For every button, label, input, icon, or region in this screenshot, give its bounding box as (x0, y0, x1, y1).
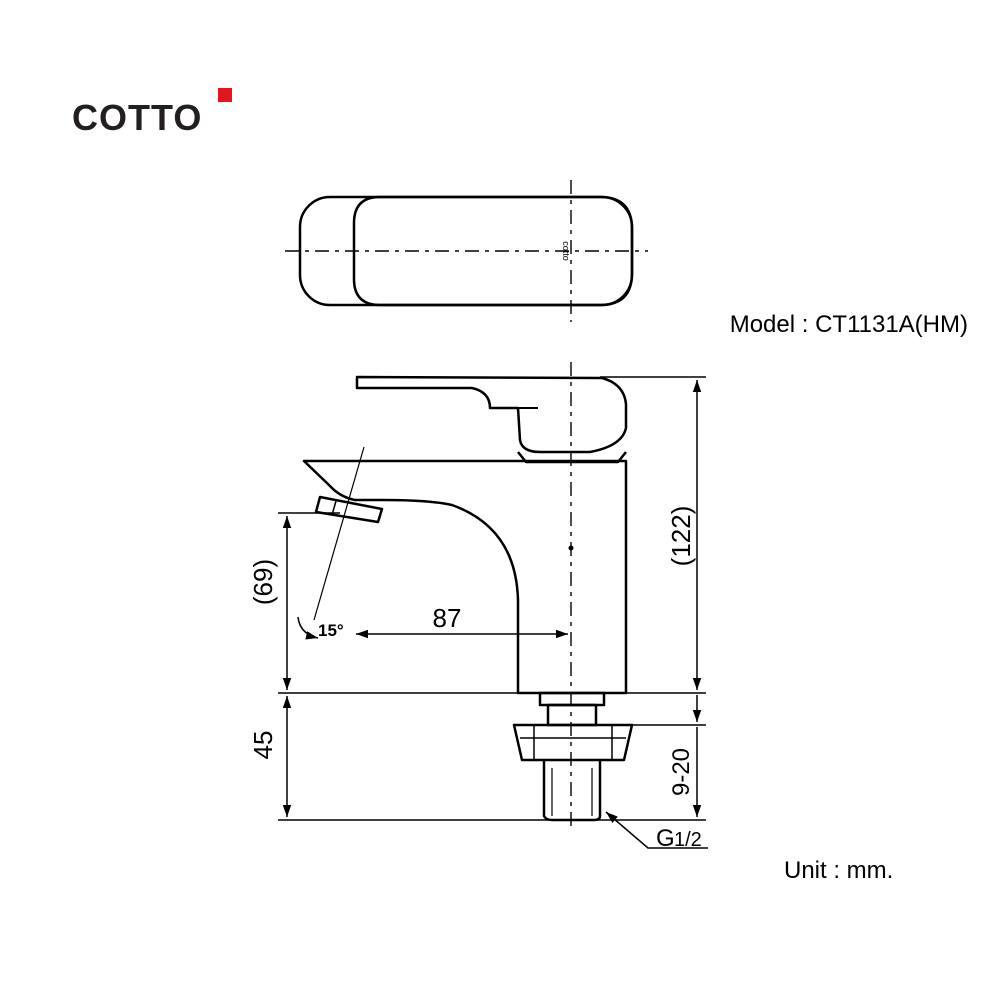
thread-leader-line (605, 811, 708, 849)
cotto-logo: COTTO (72, 97, 203, 138)
base-height-dimension-text: 45 (248, 731, 278, 760)
top-view-engraving: cotto (561, 241, 571, 261)
top-view-handle-outline (352, 195, 634, 307)
extension-lines (278, 376, 706, 821)
body-connector (538, 691, 606, 707)
reach-dimension-text: 87 (433, 603, 462, 633)
spout-height-dimension-text: (69) (248, 559, 278, 605)
faucet-body (302, 459, 628, 695)
top-view: cotto (285, 180, 648, 322)
height-dimension-text: (122) (666, 506, 696, 567)
spout-angle-text: 15° (318, 621, 344, 640)
thread-fraction-text: 1/2 (674, 829, 702, 851)
aerator (314, 495, 384, 524)
thread-size-text: G (656, 825, 675, 852)
mounting-stem (546, 703, 598, 727)
model-label: Model : CT1131A(HM) (729, 311, 968, 338)
logo-red-square (218, 88, 232, 102)
center-point (568, 545, 574, 551)
front-view (302, 362, 634, 832)
angle-arc (297, 616, 319, 640)
unit-label: Unit : mm. (784, 857, 894, 884)
lever-handle (355, 375, 628, 454)
deck-range-dimension-text: 9-20 (668, 748, 695, 796)
hex-nut (512, 723, 634, 762)
